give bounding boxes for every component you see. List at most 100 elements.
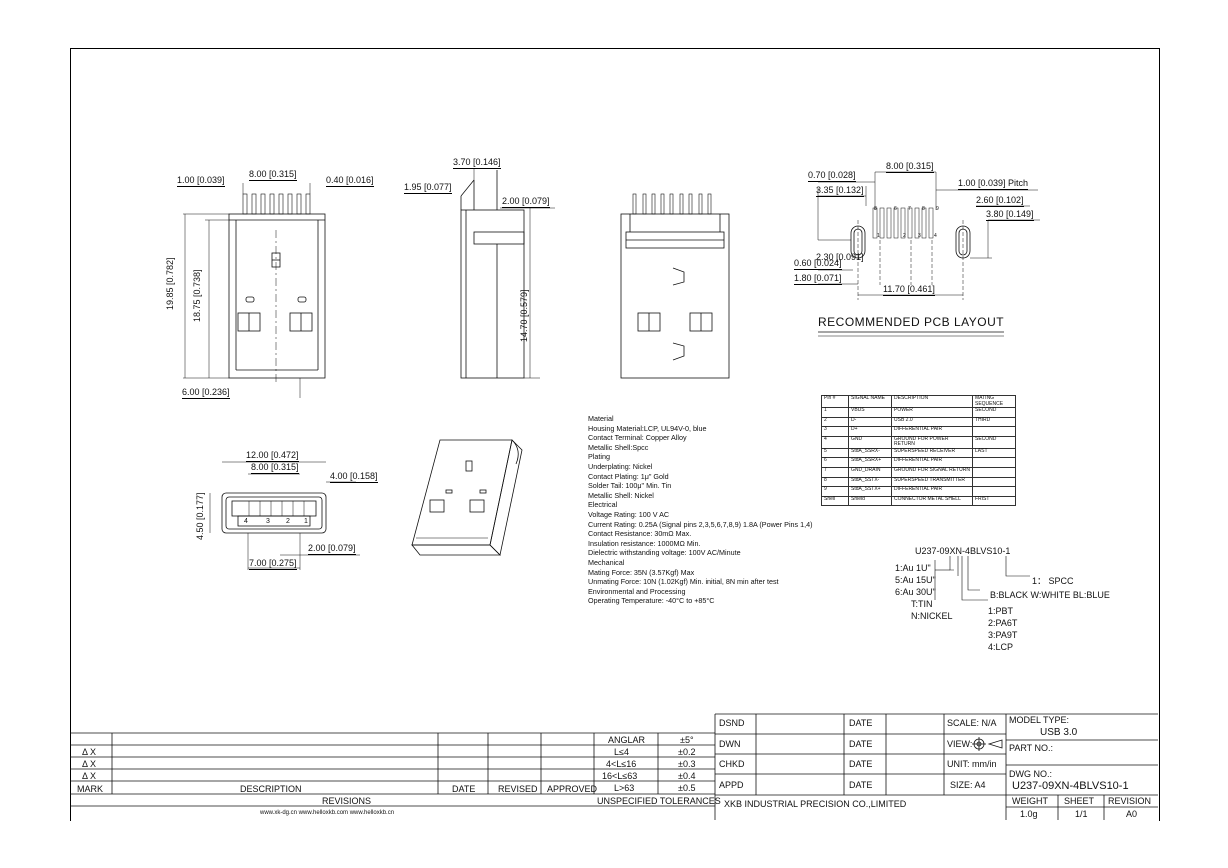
revision-header-revised: REVISED: [498, 784, 538, 794]
revision-header-date: DATE: [452, 784, 476, 794]
table-header-cell: SIGNAL NAME: [848, 395, 892, 408]
projection-symbol-icon: [972, 737, 1003, 751]
pcb-pin-label: 4: [934, 233, 937, 239]
note-line: Housing Material:LCP, UL94V-0, blue: [588, 423, 707, 433]
tolerance-key: L>63: [614, 783, 635, 793]
side-dim-2: 1.95 [0.077]: [404, 182, 452, 194]
revisions-label: REVISIONS: [322, 796, 372, 806]
table-cell: FRIST: [972, 495, 1016, 507]
pcb-dim-6: 3.80 [0.149]: [986, 209, 1034, 221]
appd-label: APPD: [719, 780, 744, 790]
bottom-view: [620, 193, 730, 379]
revision-value: A0: [1126, 809, 1138, 819]
tolerance-key: 16<L≤63: [602, 771, 638, 781]
material-option: 2:PA6T: [988, 618, 1018, 628]
revision-mark: Δ X: [82, 747, 97, 757]
pcb-pin-label: 9: [936, 206, 939, 212]
pcb-layout-title: RECOMMENDED PCB LAYOUT: [818, 315, 1005, 329]
plating-option: N:NICKEL: [911, 611, 953, 621]
pcb-pin-label: 3: [918, 233, 921, 239]
table-cell: GND: [848, 435, 892, 449]
part-no-label: PART NO.:: [1009, 743, 1054, 753]
pcb-dim-4: 3.35 [0.132]: [816, 185, 864, 197]
scale-label: SCALE: N/A: [947, 718, 997, 728]
pcb-dim-2: 0.70 [0.028]: [808, 170, 856, 182]
table-cell: DIFFERENTIAL PAIR: [891, 486, 973, 497]
drawing-border: [70, 48, 1160, 821]
note-line: Contact Plating: 1μ" Gold: [588, 471, 669, 481]
end-dim-3: 4.00 [0.158]: [330, 471, 378, 483]
plating-option: 1:Au 1U": [895, 563, 931, 573]
material-option: 3:PA9T: [988, 630, 1018, 640]
table-cell: LAST: [972, 447, 1016, 459]
note-line: Voltage Rating: 100 V AC: [588, 509, 670, 519]
iso-view: [411, 439, 523, 556]
table-cell: D+: [848, 426, 892, 437]
date-label: DATE: [849, 718, 873, 728]
table-cell: 3: [821, 426, 849, 437]
side-dim-3: 2.00 [0.079]: [502, 196, 550, 208]
note-line: Environmental and Processing: [588, 586, 686, 596]
website-links: www.xk-dg.cn www.helloxkb.com www.hellox…: [260, 810, 395, 816]
note-line: Insulation resistance: 1000MΩ Min.: [588, 538, 701, 548]
note-line: Metallic Shell:Spcc: [588, 442, 649, 452]
dwg-no-value: U237-09XN-4BLVS10-1: [1012, 780, 1129, 792]
pcb-pin-label: 2: [903, 233, 906, 239]
part-code: U237-09XN-4BLVS10-1: [915, 546, 1011, 556]
end-dim-1: 12.00 [0.472]: [246, 450, 299, 462]
table-cell: THIRD: [972, 416, 1016, 428]
dsnd-label: DSND: [719, 718, 745, 728]
table-cell: Shield: [848, 495, 892, 507]
table-cell: 1: [821, 407, 849, 418]
pcb-dim-10: 11.70 [0.461]: [883, 284, 935, 296]
shell-option: 1： SPCC: [1032, 576, 1074, 586]
note-line: Unmating Force: 10N (1.02Kgf) Min. initi…: [588, 577, 779, 587]
end-dim-5: 2.00 [0.079]: [308, 543, 356, 555]
end-view: [209, 461, 360, 570]
pcb-pin-label: 6: [894, 206, 897, 212]
side-dim-1: 3.70 [0.146]: [453, 157, 501, 169]
front-dim-2: 8.00 [0.315]: [249, 169, 297, 181]
material-option: 4:LCP: [988, 642, 1014, 652]
tolerances-label: UNSPECIFIED TOLERANCES: [597, 796, 721, 806]
end-pin-label: 1: [304, 518, 308, 525]
tolerance-value: ±0.3: [678, 759, 696, 769]
title-block-grid: [70, 713, 1158, 820]
pin-table-header: Pin # SIGNAL NAME DESCRIPTION MATING SEQ…: [821, 395, 1016, 408]
tolerance-key: ANGLAR: [608, 735, 646, 745]
table-cell: DIFFERENTIAL PAIR: [891, 426, 973, 437]
sheet-value: 1/1: [1075, 809, 1088, 819]
revision-label: REVISION: [1108, 796, 1152, 806]
color-option: B:BLACK W:WHITE BL:BLUE: [990, 590, 1110, 600]
note-line: Plating: [588, 452, 610, 462]
revision-mark: Δ X: [82, 771, 97, 781]
part-code-leaders: [934, 556, 1030, 601]
spec-notes: Material Housing Material:LCP, UL94V-0, …: [588, 414, 813, 606]
table-cell: VBUS: [848, 407, 892, 418]
front-dim-3: 0.40 [0.016]: [326, 175, 374, 187]
unit-label: UNIT: mm/in: [947, 759, 997, 769]
end-dim-6: 7.00 [0.275]: [249, 558, 297, 570]
note-line: Material: [588, 414, 614, 423]
tolerance-key: L≤4: [614, 747, 629, 757]
material-option: 1:PBT: [988, 606, 1014, 616]
table-cell: GND_DRAIN: [848, 466, 892, 478]
tolerance-value: ±0.2: [678, 747, 696, 757]
dwg-no-label: DWG NO.:: [1009, 769, 1052, 779]
side-view: [460, 169, 555, 379]
table-cell: CONNECTOR METAL SHELL: [891, 495, 973, 507]
table-cell: GROUND FOR SIGNAL RETURN: [891, 466, 973, 478]
pcb-dim-1: 8.00 [0.315]: [886, 161, 934, 173]
end-dim-2: 8.00 [0.315]: [251, 462, 299, 474]
side-dim-4: 14.70 [0.579]: [519, 289, 529, 342]
front-view: [183, 183, 326, 398]
sheet-label: SHEET: [1064, 796, 1095, 806]
table-cell: StdA_SSTX+: [848, 486, 892, 497]
note-line: Electrical: [588, 500, 618, 510]
view-label: VIEW:: [947, 739, 973, 749]
